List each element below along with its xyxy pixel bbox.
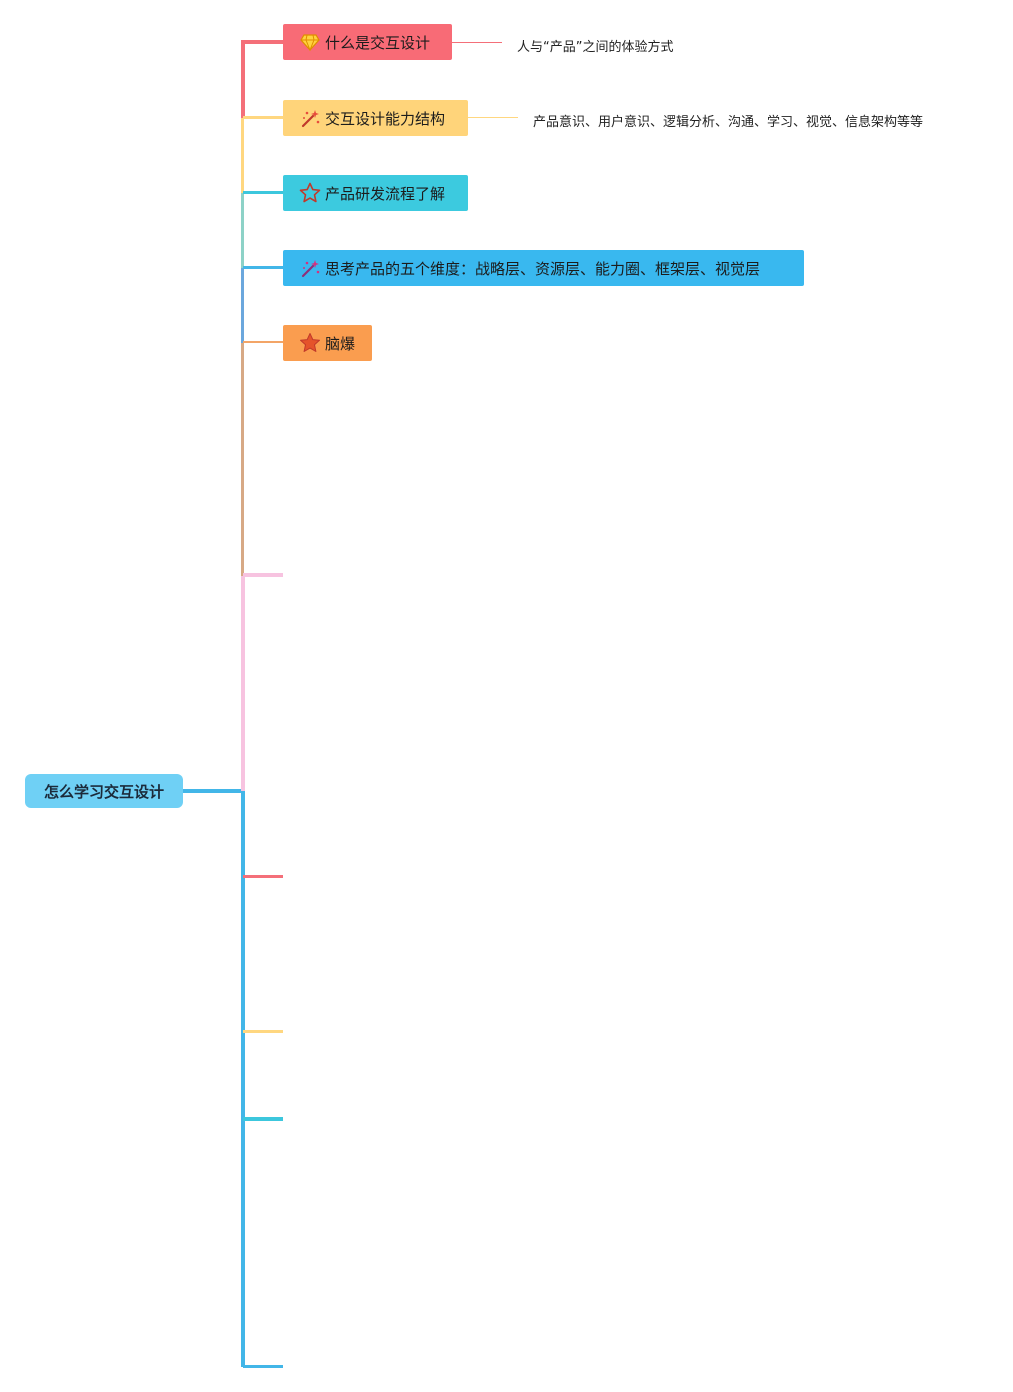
topic-label: 交互设计能力结构: [325, 109, 446, 128]
branch-line-4: [243, 266, 283, 269]
trunk-pink: [241, 574, 245, 791]
note-connector-1: [452, 42, 502, 43]
topic-label: 思考产品的五个维度：战略层、资源层、能力圈、框架层、视觉层: [325, 259, 761, 278]
branch-line-5: [243, 341, 283, 343]
topic-product-dev-process[interactable]: 产品研发流程了解: [283, 175, 468, 211]
root-connector: [183, 789, 245, 793]
branch-line-10: [243, 1365, 283, 1368]
branch-line-9: [243, 1117, 283, 1121]
topic-label: 产品研发流程了解: [325, 184, 446, 203]
trunk-lower: [241, 789, 245, 1367]
branch-line-7: [243, 875, 283, 878]
trunk-upper: [241, 342, 244, 576]
branch-line-6: [243, 573, 283, 577]
topic-label: 脑爆: [325, 334, 356, 353]
trunk-seg-yellow: [241, 117, 244, 193]
note-connector-2: [468, 117, 518, 118]
root-topic[interactable]: 怎么学习交互设计: [25, 774, 183, 808]
branch-line-8: [243, 1030, 283, 1033]
topic-five-dimensions[interactable]: 思考产品的五个维度：战略层、资源层、能力圈、框架层、视觉层: [283, 250, 804, 286]
topic-note[interactable]: 产品意识、用户意识、逻辑分析、沟通、学习、视觉、信息架构等等: [533, 115, 924, 130]
star-filled-icon: [299, 332, 321, 354]
topic-ability-structure[interactable]: 交互设计能力结构: [283, 100, 468, 136]
star-outline-icon: [299, 182, 321, 204]
root-topic-label: 怎么学习交互设计: [43, 782, 164, 801]
topic-note[interactable]: 人与“产品”之间的体验方式: [517, 40, 674, 55]
topic-label: 什么是交互设计: [325, 33, 431, 52]
topic-brainstorm[interactable]: 脑爆: [283, 325, 372, 361]
trunk-seg-red: [241, 40, 245, 118]
magic-wand-icon: [299, 107, 321, 129]
trunk-seg-blue: [241, 267, 244, 343]
diamond-icon: [299, 31, 321, 53]
trunk-seg-teal: [241, 192, 244, 268]
branch-line-3: [243, 191, 283, 194]
branch-line-1: [241, 40, 283, 44]
topic-what-is-interaction-design[interactable]: 什么是交互设计: [283, 24, 452, 60]
branch-line-2: [243, 116, 283, 119]
magic-wand-icon: [299, 257, 321, 279]
